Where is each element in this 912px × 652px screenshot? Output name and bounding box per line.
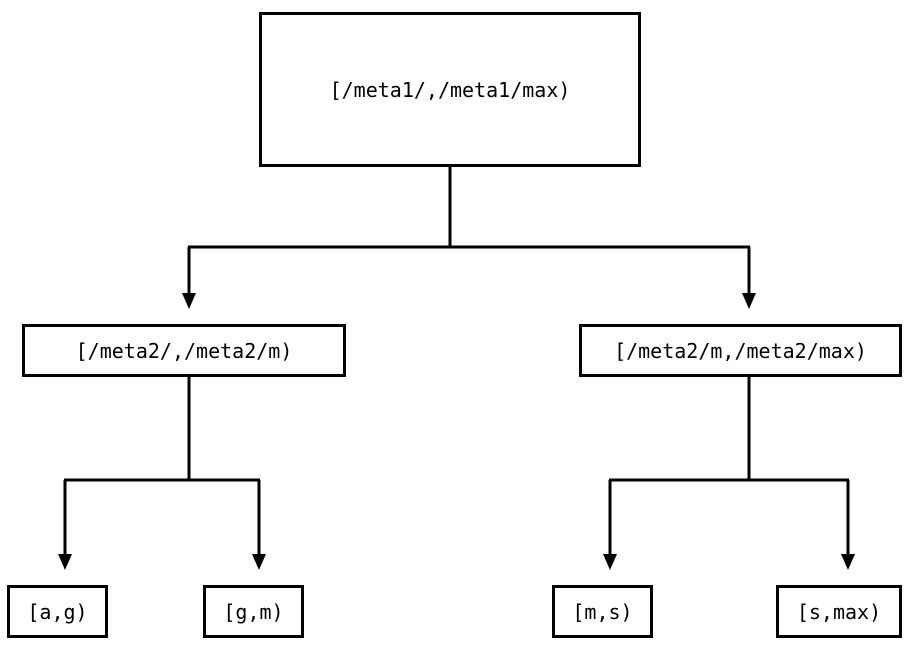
tree-node-leaf-g-m[interactable]: [g,m) (203, 585, 304, 638)
arrowhead-root-to-mid-right (742, 293, 756, 309)
tree-node-leaf-s-max[interactable]: [s,max) (776, 585, 902, 638)
arrowhead-mid-right-to-leaf-s-max (841, 554, 855, 570)
tree-node-label: [m,s) (572, 599, 633, 624)
tree-node-label: [a,g) (27, 599, 88, 624)
tree-node-label: [/meta1/,/meta1/max) (329, 77, 571, 102)
tree-node-leaf-m-s[interactable]: [m,s) (552, 585, 653, 638)
arrowhead-mid-right-to-leaf-m-s (603, 554, 617, 570)
tree-node-label: [g,m) (223, 599, 284, 624)
tree-node-leaf-a-g[interactable]: [a,g) (7, 585, 108, 638)
tree-node-root[interactable]: [/meta1/,/meta1/max) (259, 12, 641, 167)
tree-node-mid-left[interactable]: [/meta2/,/meta2/m) (22, 324, 346, 377)
tree-node-label: [/meta2/,/meta2/m) (75, 338, 293, 363)
arrowhead-mid-left-to-leaf-g-m (252, 554, 266, 570)
arrowhead-mid-left-to-leaf-a-g (58, 554, 72, 570)
tree-node-mid-right[interactable]: [/meta2/m,/meta2/max) (579, 324, 902, 377)
tree-node-label: [/meta2/m,/meta2/max) (614, 338, 867, 363)
arrowhead-root-to-mid-left (182, 293, 196, 309)
tree-node-label: [s,max) (796, 599, 882, 624)
